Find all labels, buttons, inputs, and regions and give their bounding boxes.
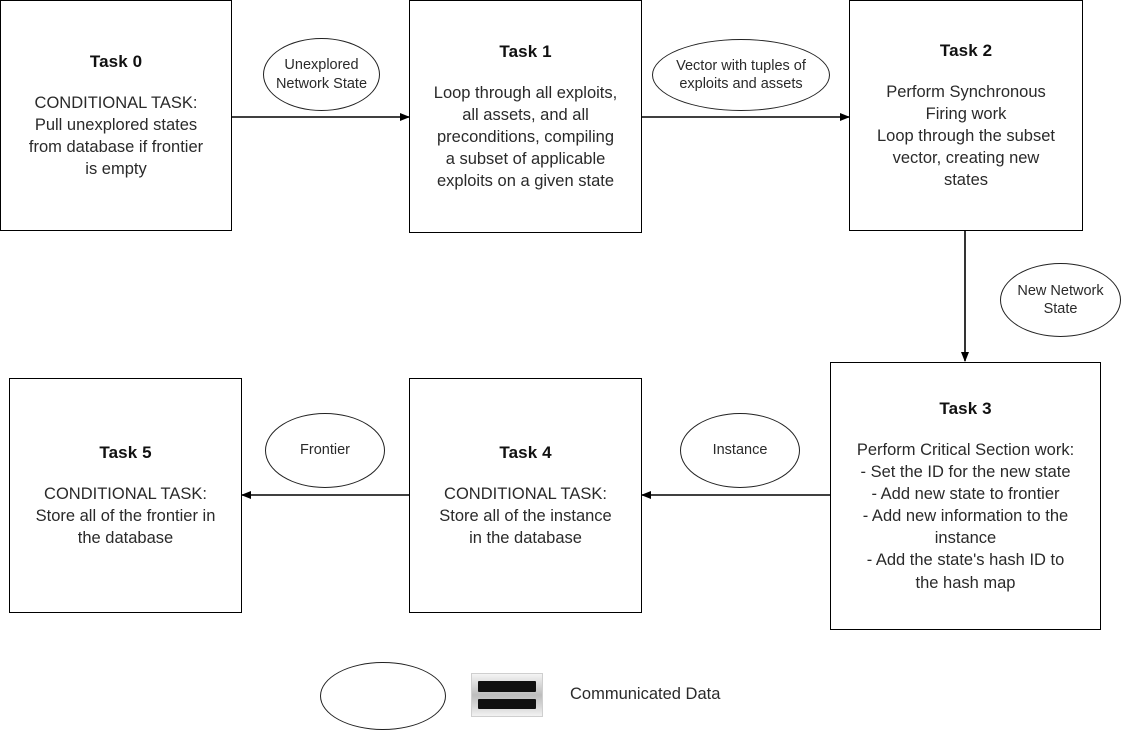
task-5-title: Task 5 [99, 443, 152, 463]
data-ellipse-instance[interactable]: Instance [680, 413, 800, 488]
task-0-body: CONDITIONAL TASK: Pull unexplored states… [28, 93, 204, 178]
task-5-body: CONDITIONAL TASK: Store all of the front… [35, 484, 216, 547]
data-ellipse-unexplored-network-state[interactable]: Unexplored Network State [263, 38, 380, 111]
task-box-task-4[interactable]: Task 4 CONDITIONAL TASK: Store all of th… [409, 378, 642, 613]
equals-bar-top [478, 681, 536, 692]
task-3-body: Perform Critical Section work: - Set the… [856, 440, 1075, 592]
task-2-title: Task 2 [939, 40, 993, 60]
task-3-title: Task 3 [939, 399, 992, 419]
legend-equals-icon [471, 673, 543, 717]
task-2-body: Perform Synchronous Firing work Loop thr… [877, 82, 1055, 189]
data-ellipse-new-network-state[interactable]: New Network State [1000, 263, 1121, 337]
task-box-task-3[interactable]: Task 3 Perform Critical Section work: - … [830, 362, 1101, 630]
legend-ellipse-shape [320, 662, 446, 730]
data-ellipse-frontier[interactable]: Frontier [265, 413, 385, 488]
data-ellipse-vector-with-tuples[interactable]: Vector with tuples of exploits and asset… [652, 39, 830, 111]
legend-label: Communicated Data [570, 685, 721, 703]
task-1-title: Task 1 [499, 41, 552, 61]
task-0-title: Task 0 [89, 51, 143, 71]
task-box-task-1[interactable]: Task 1 Loop through all exploits, all as… [409, 0, 642, 233]
task-4-body: CONDITIONAL TASK: Store all of the insta… [439, 484, 612, 547]
task-4-title: Task 4 [499, 443, 552, 463]
task-1-body: Loop through all exploits, all assets, a… [433, 83, 618, 190]
task-box-task-0[interactable]: Task 0 CONDITIONAL TASK: Pull unexplored… [0, 0, 232, 231]
equals-bar-bottom [478, 698, 536, 709]
task-box-task-2[interactable]: Task 2 Perform Synchronous Firing work L… [849, 0, 1083, 231]
task-box-task-5[interactable]: Task 5 CONDITIONAL TASK: Store all of th… [9, 378, 242, 613]
